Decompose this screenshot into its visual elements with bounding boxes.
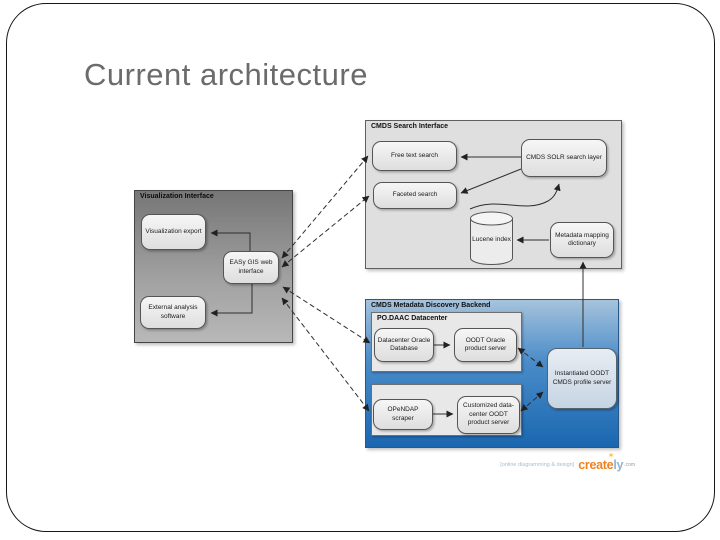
- node-visualization-export: Visualization export: [141, 214, 206, 250]
- group-title: PO.DAAC Datacenter: [377, 315, 448, 322]
- group-title: CMDS Search Interface: [371, 123, 449, 130]
- node-opendap-scraper: OPeNDAP scraper: [373, 399, 433, 430]
- node-oodt-oracle-product-server: OODT Oracle product server: [454, 328, 517, 362]
- node-free-text-search: Free text search: [372, 141, 457, 171]
- node-lucene-index: Lucene index: [472, 235, 511, 243]
- node-faceted-search: Faceted search: [373, 182, 457, 209]
- node-datacenter-oracle-database: Datacenter Oracle Database: [374, 328, 434, 362]
- starburst-icon: ✶: [607, 451, 615, 460]
- node-cmds-solr-search-layer: CMDS SOLR search layer: [521, 139, 607, 177]
- watermark-suffix: .com: [624, 462, 635, 468]
- creately-logo: creately✶: [578, 451, 624, 472]
- group-title: CMDS Metadata Discovery Backend: [371, 302, 491, 309]
- group-title: Visualization Interface: [140, 193, 214, 200]
- node-external-analysis-software: External analysis software: [140, 296, 206, 329]
- node-instantiated-oodt-cmds-profile-server: Instantiated OODT CMDS profile server: [547, 348, 617, 409]
- node-metadata-mapping-dictionary: Metadata mapping dictionary: [550, 222, 614, 258]
- node-easy-gis-web-interface: EASy GIS web interface: [223, 251, 279, 284]
- slide-border: [6, 3, 715, 532]
- watermark-tagline: [online diagramming & design]: [500, 462, 575, 468]
- creately-watermark: [online diagramming & design] creately✶ …: [470, 451, 635, 476]
- node-customized-datacenter-oodt-product-server: Customized data-center OODT product serv…: [457, 396, 520, 434]
- page-title: Current architecture: [84, 57, 368, 92]
